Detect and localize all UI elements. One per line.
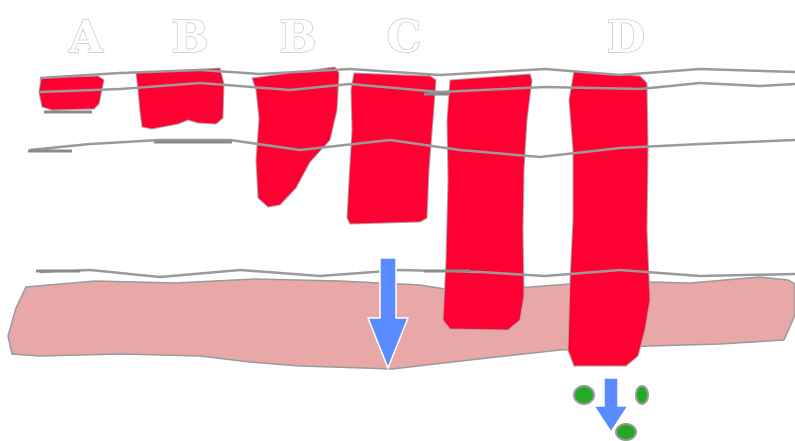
bacteria-icon [636,386,648,404]
dermis-base-line [40,270,795,277]
wound-depth-b-first [136,68,224,129]
wound-depth-a [39,76,104,110]
column-label-b-first: B [171,12,208,63]
wound-depth-c [347,73,436,224]
wound-depth-d-right [568,71,650,366]
bacteria-icon [616,424,636,440]
column-label-b-second: B [279,12,316,63]
column-label-d: D [607,12,645,63]
wound-depth-d-left [443,74,532,330]
column-label-a: A [68,12,104,63]
bacteria-icon [574,386,594,404]
column-label-c: C [386,12,421,63]
